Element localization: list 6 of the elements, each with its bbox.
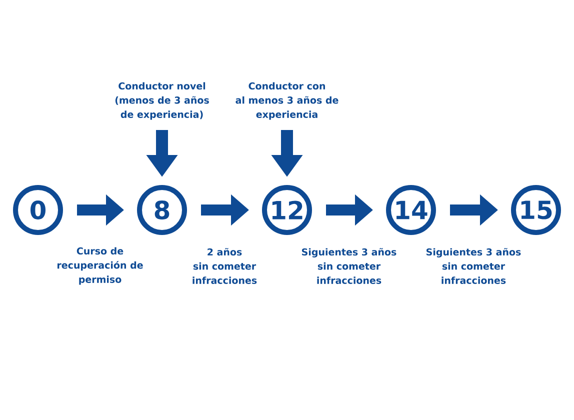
edge-label: Siguientes 3 años sin cometer infracciones bbox=[302, 248, 396, 284]
edge-label: 2 años sin cometer infracciones bbox=[192, 248, 257, 284]
node-text: Conductor novel (menos de 3 años de experiencia) bbox=[115, 82, 209, 120]
edge-label: Curso de recuperación de permiso bbox=[58, 247, 143, 285]
edge-label: Siguientes 3 años sin cometer infracciones bbox=[426, 248, 521, 284]
node-text: Conductor con al menos 3 años de experiencia bbox=[236, 82, 338, 120]
